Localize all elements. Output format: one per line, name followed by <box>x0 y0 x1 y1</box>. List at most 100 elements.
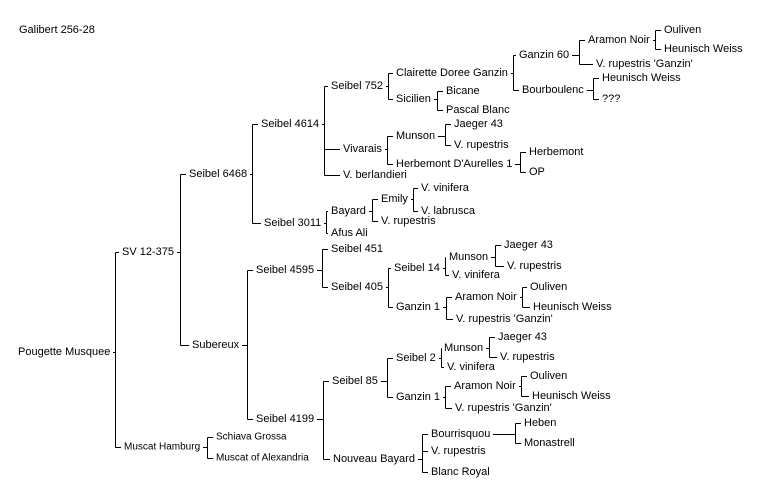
node-seibel-14: Seibel 14 <box>394 262 440 274</box>
node-v-rupestris: V. rupestris <box>507 260 562 272</box>
node-v-rupestris: V. rupestris <box>381 215 436 227</box>
branch-connector-sicilien <box>434 91 443 111</box>
node-bourrisquou: Bourrisquou <box>431 428 490 440</box>
node-sicilien: Sicilien <box>396 93 431 105</box>
node-ouliven: Ouliven <box>530 370 567 382</box>
branch-connector-seibel-2 <box>439 348 444 368</box>
node-bayard: Bayard <box>331 205 366 217</box>
node-monastrell: Monastrell <box>524 437 575 449</box>
branch-connector-seibel-14 <box>443 257 449 276</box>
node-nouveau-bayard: Nouveau Bayard <box>333 453 415 465</box>
branch-connector-ganzin-1 <box>443 297 453 320</box>
node-seibel-405: Seibel 405 <box>331 281 383 293</box>
node-seibel-752: Seibel 752 <box>331 80 383 92</box>
branch-connector-pougette-musquee <box>113 252 121 448</box>
branch-connector-seibel-752 <box>386 73 393 100</box>
branch-connector-munson <box>486 337 497 358</box>
node-ganzin-1: Ganzin 1 <box>396 301 440 313</box>
branch-connector-clairette-doree-ganzin <box>511 55 519 91</box>
branch-connector-seibel-405 <box>386 268 393 308</box>
node-heunisch-weiss: Heunisch Weiss <box>664 43 743 55</box>
branch-connector-bayard <box>369 199 378 222</box>
node-aramon-noir: Aramon Noir <box>454 380 516 392</box>
branch-connector-aramon-noir <box>519 376 529 397</box>
node-seibel-3011: Seibel 3011 <box>264 217 321 229</box>
node-herbemont-d-aurelles-1: Herbemont D'Aurelles 1 <box>396 158 512 170</box>
node-v-berlandieri: V. berlandieri <box>343 169 407 181</box>
branch-connector-seibel-85 <box>381 358 393 398</box>
node-pascal-blanc: Pascal Blanc <box>446 104 510 116</box>
node-op: OP <box>529 166 545 178</box>
node-munson: Munson <box>396 130 435 142</box>
node-v-rupestris-ganzin: V. rupestris 'Ganzin' <box>596 58 693 70</box>
branch-connector-seibel-4614 <box>322 86 340 176</box>
branch-connector-sv-12-375 <box>177 174 189 346</box>
node-schiava-grossa: Schiava Grossa <box>216 432 287 443</box>
node-munson: Munson <box>444 342 483 354</box>
node-blanc-royal: Blanc Royal <box>431 466 490 478</box>
branch-connector-seibel-4595 <box>317 249 328 288</box>
node-v-vinifera: V. vinifera <box>447 361 496 373</box>
node-emily: Emily <box>381 193 408 205</box>
branch-connector-bourrisquou <box>493 423 521 444</box>
node-sv-12-375: SV 12-375 <box>122 246 174 258</box>
branch-connector-ganzin-1 <box>443 386 452 409</box>
node-bourboulenc: Bourboulenc <box>522 84 584 96</box>
node-jaeger-43: Jaeger 43 <box>498 331 547 343</box>
branch-connector-ganzin-60 <box>572 40 593 65</box>
node-seibel-451: Seibel 451 <box>331 243 383 255</box>
branch-connector-bourboulenc <box>587 78 599 100</box>
node-bicane: Bicane <box>446 85 480 97</box>
branch-connector-munson <box>438 124 451 146</box>
node-ganzin-60: Ganzin 60 <box>519 49 569 61</box>
branch-connector-aramon-noir <box>653 30 661 50</box>
branch-connector-seibel-3011 <box>324 211 328 234</box>
node-heunisch-weiss: Heunisch Weiss <box>532 390 611 402</box>
node-munson: Munson <box>449 251 488 263</box>
node-ouliven: Ouliven <box>664 24 701 36</box>
branch-connector-nouveau-bayard <box>418 434 428 473</box>
node-heunisch-weiss: Heunisch Weiss <box>602 72 681 84</box>
node-v-vinifera: V. vinifera <box>452 269 501 281</box>
node-seibel-4595: Seibel 4595 <box>256 264 314 276</box>
node-seibel-4614: Seibel 4614 <box>261 118 319 130</box>
branch-connector-subereux <box>242 270 253 420</box>
branch-connector-seibel-4199 <box>317 381 330 460</box>
node-heunisch-weiss: Heunisch Weiss <box>533 301 612 313</box>
node-afus-ali: Afus Ali <box>331 227 368 239</box>
node-seibel-85: Seibel 85 <box>332 375 378 387</box>
node-v-rupestris: V. rupestris <box>500 351 555 363</box>
branch-connector-vivarais <box>385 136 393 165</box>
node-seibel-6468: Seibel 6468 <box>189 168 247 180</box>
node-pougette-musquee: Pougette Musquee <box>18 346 110 358</box>
node-muscat-of-alexandria: Muscat of Alexandria <box>216 453 309 464</box>
node-seibel-2: Seibel 2 <box>396 352 436 364</box>
node-v-vinifera: V. vinifera <box>421 182 470 194</box>
node-subereux: Subereux <box>192 339 240 351</box>
node-ganzin-1: Ganzin 1 <box>396 391 440 403</box>
node-aramon-noir: Aramon Noir <box>455 291 517 303</box>
node-jaeger-43: Jaeger 43 <box>504 239 553 251</box>
branch-connector-emily <box>411 188 418 212</box>
branch-connector-seibel-6468 <box>250 124 261 224</box>
node-v-rupestris-ganzin: V. rupestris 'Ganzin' <box>456 313 553 325</box>
node-v-rupestris-ganzin: V. rupestris 'Ganzin' <box>455 402 552 414</box>
node-ouliven: Ouliven <box>530 281 567 293</box>
page-title: Galibert 256-28 <box>19 24 95 36</box>
node-v-rupestris: V. rupestris <box>454 139 509 151</box>
node-seibel-4199: Seibel 4199 <box>256 413 314 425</box>
node-aramon-noir: Aramon Noir <box>588 34 650 46</box>
branch-connector-munson <box>491 245 504 267</box>
node-heben: Heben <box>524 417 556 429</box>
branch-connector-aramon-noir <box>520 287 530 308</box>
node-herbemont: Herbemont <box>529 146 583 158</box>
node-v-rupestris: V. rupestris <box>431 445 486 457</box>
node-v-labrusca: V. labrusca <box>421 205 476 217</box>
node-clairette-doree-ganzin: Clairette Doree Ganzin <box>396 67 508 79</box>
branch-connector-muscat-hamburg <box>203 437 213 459</box>
branch-connector-herbemont-d-aurelles-1 <box>515 152 526 173</box>
node-: ??? <box>602 93 620 105</box>
node-muscat-hamburg: Muscat Hamburg <box>124 442 200 453</box>
node-vivarais: Vivarais <box>343 143 382 155</box>
